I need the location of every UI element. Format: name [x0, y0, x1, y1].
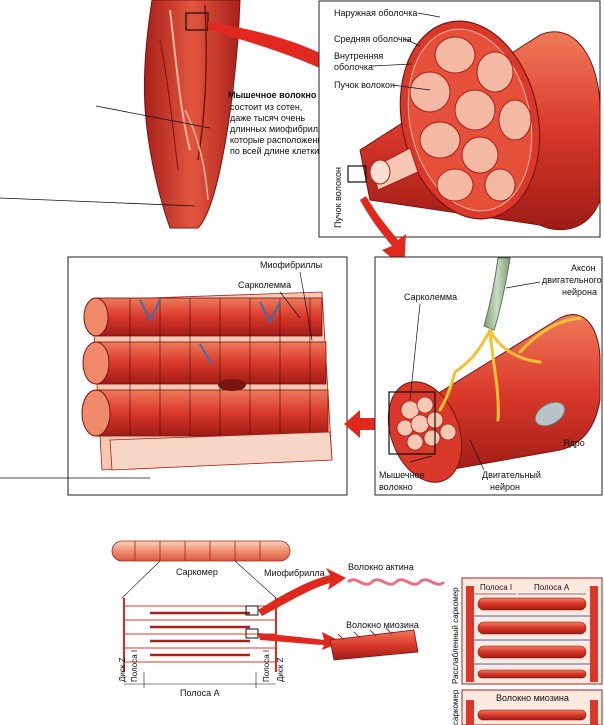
band-i-right-label: Полоса I: [262, 650, 271, 682]
axon-label-2: двигательного: [542, 275, 602, 285]
fiber-bundle-vertical-label: Пучок волокон: [333, 167, 343, 228]
myosin-zoom-arrow: [258, 632, 342, 650]
inner-sheath-label-1: Внутренняя: [334, 51, 383, 61]
leg-selection-box: [185, 12, 209, 31]
contracted-sarcomere-panel: Волокно миозина саркомер: [451, 689, 603, 725]
zoom-arrow-middle: [360, 196, 406, 268]
axon-label-1: Аксон: [571, 263, 596, 273]
actin-zoom-arrow: [258, 568, 346, 616]
disk-z-right-label: Диск Z: [276, 657, 285, 682]
myosin-label: Волокно миозина: [346, 620, 419, 630]
contracted-sarcomere-label: саркомер: [451, 689, 460, 725]
caption-line-5: по всей длине клетки: [230, 146, 319, 156]
band-i-left-label: Полоса I: [130, 650, 139, 682]
relaxed-sarcomere-panel: Полоса I Полоса A Расслабленный саркомер: [451, 577, 603, 685]
sarcolemma-left-label: Сарколемма: [238, 280, 291, 290]
myosin-right-label: Волокно миозина: [496, 693, 569, 703]
relaxed-sarcomere-label: Расслабленный саркомер: [451, 587, 460, 684]
relaxed-band-a-label: Полоса A: [534, 583, 570, 592]
relaxed-band-i-label: Полоса I: [480, 583, 512, 592]
myosin-filament: [329, 627, 419, 661]
bundle-labels: Наружная оболочка Средняя оболочка Внутр…: [333, 8, 441, 228]
disk-z-left-label: Диск Z: [118, 657, 127, 682]
fiber-bundle-label: Пучок волокон: [334, 80, 395, 90]
inner-sheath-label-2: оболочка: [334, 62, 373, 72]
caption-title: Мышечное волокно: [228, 90, 317, 100]
myofibril-labels: Миофибриллы Сарколемма: [238, 260, 322, 341]
band-a-label: Полоса A: [180, 688, 220, 698]
sarcomere-labels: Саркомер Миофибрилла Волокно актина Воло…: [118, 562, 419, 698]
zoom-arrow-left: [344, 410, 392, 438]
sarcolemma-right-label: Сарколемма: [404, 292, 457, 302]
caption-line-2: даже тысяч очень: [230, 113, 305, 123]
sarcomere-label: Саркомер: [176, 567, 218, 577]
myofibril-label: Миофибрилла: [264, 568, 325, 578]
actin-label: Волокно актина: [348, 562, 414, 572]
caption-line-4: которые расположены: [230, 135, 324, 145]
muscle-fiber-label-2: волокно: [379, 482, 413, 492]
motor-neuron-label-1: Двигательный: [482, 470, 541, 480]
myofibril-illustration: [0, 291, 333, 479]
leg-pointer-line-2: [0, 197, 196, 207]
fiber-selection-box: [388, 391, 436, 455]
outer-sheath-label: Наружная оболочка: [334, 8, 417, 18]
middle-sheath-label: Средняя оболочка: [334, 34, 412, 44]
bundle-cross-section: [347, 20, 601, 231]
axon-label-3: нейрона: [562, 287, 597, 297]
leg-pointer-line-1: [95, 105, 211, 129]
motor-neuron-label-2: нейрон: [490, 482, 520, 492]
actin-filament: [346, 578, 446, 586]
caption-line-3: длинных миофибрилл,: [230, 124, 326, 134]
sarcomere-detail: [123, 598, 277, 688]
muscle-fiber-label-1: Мышечное: [379, 470, 425, 480]
leg-muscle-illustration: [0, 0, 241, 229]
nucleus-label: Ядро: [563, 438, 585, 448]
caption-line-1: состоит из сотен,: [230, 102, 302, 112]
fiber-neuron-labels: Сарколемма Аксон двигательного нейрона Я…: [379, 263, 602, 492]
myofibril-strip: [111, 540, 291, 599]
muscle-fiber-caption: Мышечное волокно состоит из сотен, даже …: [228, 90, 326, 156]
myofibrils-label: Миофибриллы: [260, 260, 322, 270]
bundle-selection-box: [347, 165, 367, 183]
fiber-neuron-illustration: [387, 257, 601, 483]
